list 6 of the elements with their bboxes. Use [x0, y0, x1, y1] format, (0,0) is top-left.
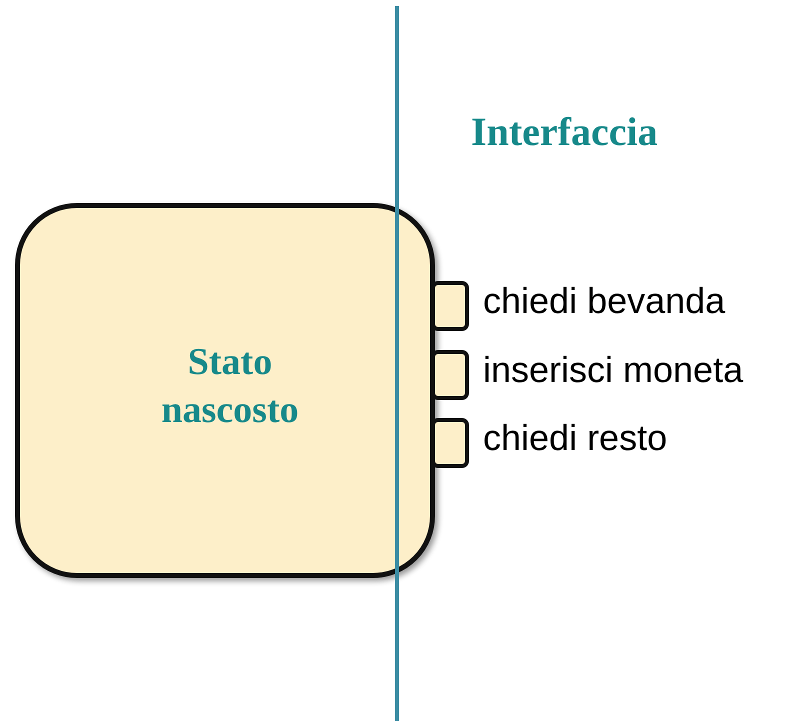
port-label: chiedi bevanda: [483, 279, 726, 323]
state-box: [15, 203, 435, 578]
port-label: chiedi resto: [483, 416, 668, 460]
port-label: inserisci moneta: [483, 348, 744, 392]
interface-heading: Interfaccia: [471, 108, 658, 156]
state-title: Stato nascosto: [160, 340, 300, 433]
